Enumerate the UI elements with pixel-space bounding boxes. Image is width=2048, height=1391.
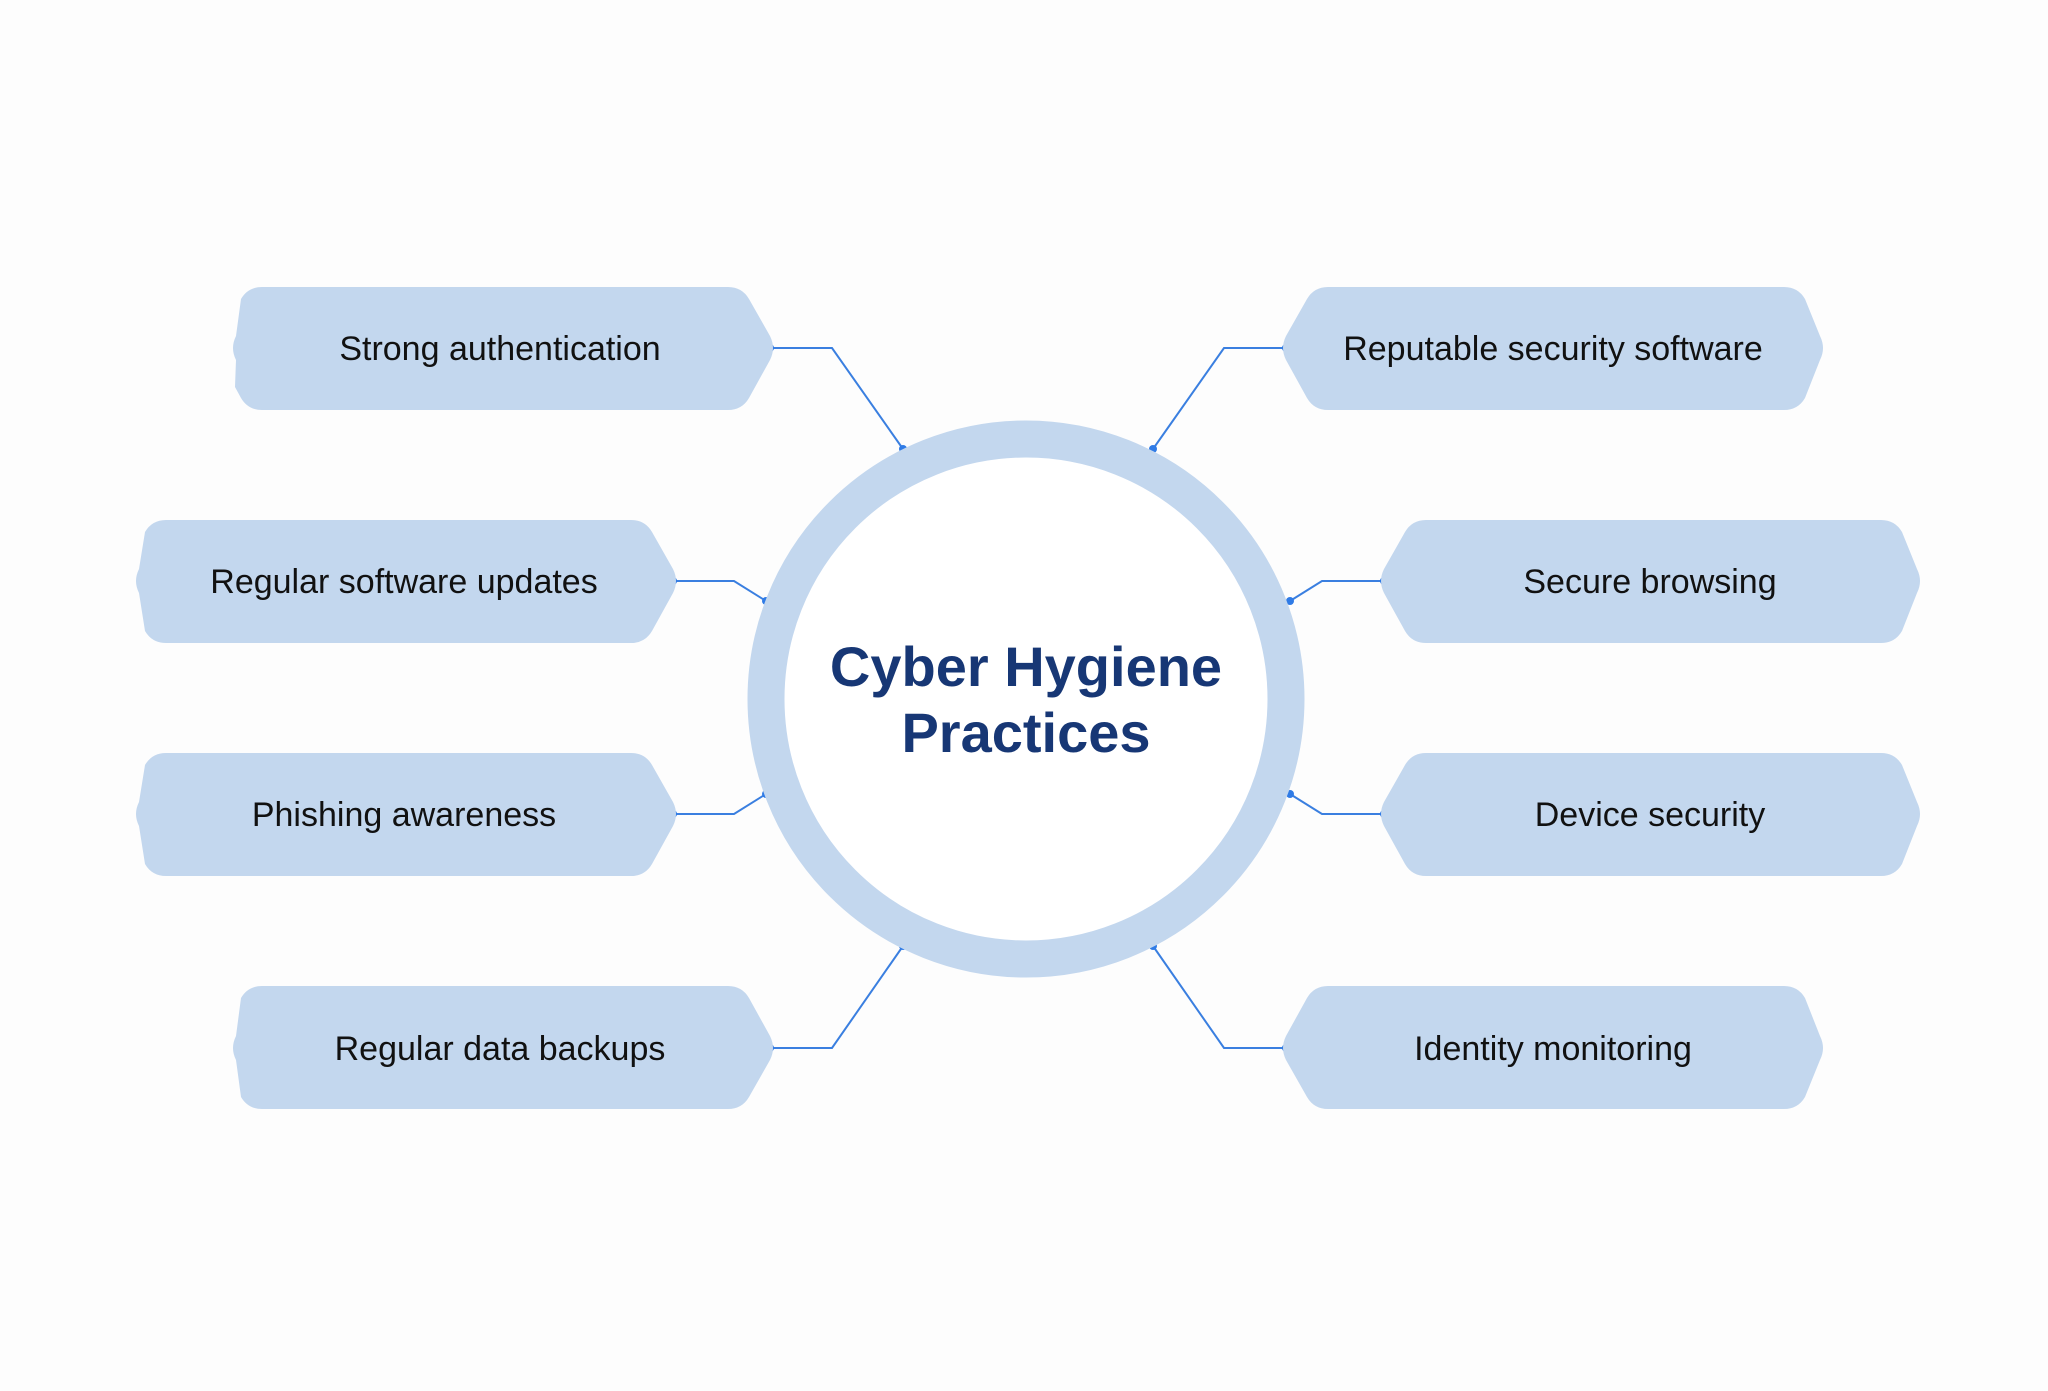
connector-device-security (1289, 793, 1384, 815)
connector-regular-data-backups (770, 945, 904, 1049)
connector-strong-authentication (770, 347, 904, 450)
node-label: Regular data backups (335, 1030, 666, 1068)
center-title-line2: Practices (901, 701, 1150, 764)
node-label: Identity monitoring (1414, 1030, 1692, 1068)
hexagon-shape (1381, 753, 1920, 876)
connector-identity-monitoring (1152, 945, 1286, 1049)
left-nodes: Strong authentication Regular software u… (136, 287, 773, 1109)
node-strong-authentication: Strong authentication (233, 287, 773, 410)
hexagon-shape (233, 287, 773, 410)
node-reputable-security-software: Reputable security software (1283, 287, 1823, 410)
hexagon-shape (233, 986, 773, 1109)
node-label: Strong authentication (339, 330, 660, 368)
hexagon-shape (1283, 986, 1823, 1109)
connector-regular-software-updates (673, 580, 767, 602)
node-regular-software-updates: Regular software updates (136, 520, 676, 643)
hexagon-shape (136, 520, 676, 643)
node-label: Regular software updates (210, 563, 597, 601)
node-identity-monitoring: Identity monitoring (1283, 986, 1823, 1109)
center-title-line1: Cyber Hygiene (830, 635, 1222, 698)
center-node: Cyber Hygiene Practices (747, 420, 1305, 978)
node-label: Phishing awareness (252, 796, 556, 834)
node-label: Secure browsing (1523, 563, 1776, 601)
connector-reputable-security-software (1152, 347, 1286, 450)
center-ring (747, 420, 1305, 978)
connector-phishing-awareness (673, 793, 767, 815)
node-label: Reputable security software (1343, 330, 1763, 368)
node-device-security: Device security (1381, 753, 1920, 876)
right-nodes: Reputable security software Secure brows… (1283, 287, 1920, 1109)
hexagon-shape (1283, 287, 1823, 410)
node-secure-browsing: Secure browsing (1381, 520, 1920, 643)
node-phishing-awareness: Phishing awareness (136, 753, 676, 876)
node-label: Device security (1535, 796, 1766, 834)
hexagon-shape (1381, 520, 1920, 643)
center-circle-fill (765, 438, 1287, 960)
connector-dot (1286, 597, 1294, 605)
hexagon-shape (136, 753, 676, 876)
node-regular-data-backups: Regular data backups (233, 986, 773, 1109)
connector-secure-browsing (1289, 580, 1384, 602)
